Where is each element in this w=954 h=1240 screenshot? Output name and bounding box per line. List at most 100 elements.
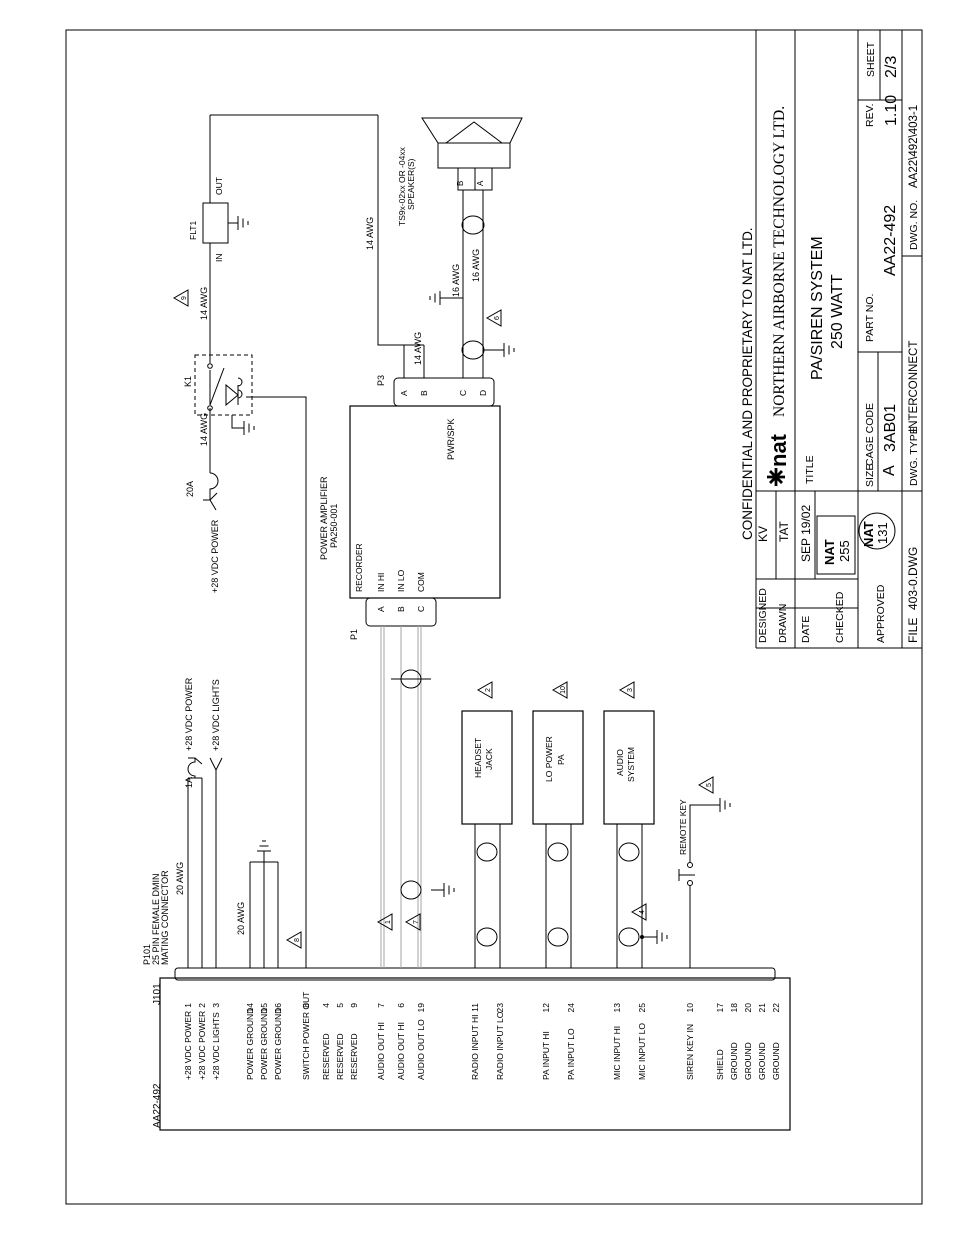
pin-label: PA INPUT LO <box>566 1028 576 1080</box>
note-flag: 3 <box>618 681 635 699</box>
pin-number: 24 <box>566 1003 576 1013</box>
p1-pin: B <box>396 606 406 612</box>
file-label: FILE <box>906 618 920 643</box>
pin-number: 6 <box>396 1003 406 1008</box>
svg-text:14 AWG: 14 AWG <box>199 287 209 320</box>
note-flag: 5 <box>697 776 714 794</box>
note-number: 6 <box>494 316 501 320</box>
audio-out-wiring <box>380 626 455 968</box>
pin-number: 9 <box>349 1003 359 1008</box>
size-value: A <box>881 465 898 476</box>
note-flag: 10 <box>551 681 568 699</box>
svg-text:255: 255 <box>837 540 852 562</box>
pin-label: SWITCH POWER OUT <box>301 992 311 1080</box>
pin-label: POWER GROUND <box>273 1008 283 1080</box>
pin-number: 11 <box>470 1003 480 1012</box>
p3-pin: C <box>458 390 468 396</box>
note-flag: 1 <box>376 913 393 931</box>
svg-text:PA250-001: PA250-001 <box>329 504 339 548</box>
svg-text:PWR/SPK: PWR/SPK <box>446 418 456 460</box>
checked-label: CHECKED <box>834 591 846 643</box>
date-label: DATE <box>800 616 812 643</box>
svg-text:131: 131 <box>875 522 890 544</box>
p1-pin: C <box>416 606 426 612</box>
title-block: CONFIDENTIAL AND PROPRIETARY TO NAT LTD.… <box>740 30 922 649</box>
sheet-border <box>65 29 923 1205</box>
pwr2-label: +28 VDC POWER <box>210 519 220 593</box>
pwr-28vdc-label: +28 VDC POWER <box>184 677 194 751</box>
pin-number: 25 <box>637 1003 647 1013</box>
pin-label: AUDIO OUT HI <box>396 1022 406 1080</box>
svg-text:NAT: NAT <box>822 539 837 565</box>
pin-number: 23 <box>495 1003 505 1013</box>
relay-label: K1 <box>183 376 193 387</box>
speaker: B A TS9x-02xx OR -04xx SPEAKER(S) <box>397 117 523 226</box>
pin-number: 8 <box>301 1003 311 1008</box>
pin-label: MIC INPUT HI <box>612 1026 622 1080</box>
ground-awg: 20 AWG <box>236 902 246 935</box>
note-flag: 4 <box>630 903 647 921</box>
part-label: PART NO. <box>864 294 876 342</box>
pin-label: RADIO INPUT HI <box>470 1015 480 1081</box>
svg-text:SYSTEM: SYSTEM <box>626 747 636 782</box>
unit-block: AA22-492 J101 +28 VDC POWER+28 VDC POWER… <box>152 967 791 1131</box>
p1-pin-label: IN HI <box>376 573 386 592</box>
rev-value: 1.10 <box>883 95 900 126</box>
svg-text:14 AWG: 14 AWG <box>199 413 209 446</box>
company-name: NORTHERN AIRBORNE TECHNOLOGY LTD. <box>771 106 788 417</box>
relay-k1: K1 <box>183 354 255 436</box>
headset-jack: HEADSET JACK <box>461 710 513 968</box>
svg-text:16 AWG: 16 AWG <box>471 249 481 282</box>
pin-number: 18 <box>729 1003 739 1013</box>
svg-text:NAT: NAT <box>861 521 876 547</box>
svg-text:AUDIO: AUDIO <box>615 749 625 776</box>
pin-label: RADIO INPUT LO <box>495 1011 505 1080</box>
pin-label: +28 VDC LIGHTS <box>211 1012 221 1080</box>
p1-pin: A <box>376 606 386 612</box>
speaker-wiring: 14 AWG 16 AWG 16 AWG <box>404 190 515 378</box>
note-number: 3 <box>627 688 634 692</box>
dwg-no-value: AA22\492\403-1 <box>908 105 920 188</box>
pin-number: 5 <box>335 1003 345 1008</box>
designed-value: KV <box>756 526 770 542</box>
nat-logo: nat <box>766 433 791 486</box>
note-flag: 9 <box>172 289 189 307</box>
pin-number: 19 <box>416 1003 426 1013</box>
approved-label: APPROVED <box>875 584 887 643</box>
pin-number: 1 <box>183 1003 193 1008</box>
pin-number: 4 <box>321 1003 331 1008</box>
p3-pin: B <box>419 390 429 396</box>
svg-text:HEADSET: HEADSET <box>473 738 483 778</box>
approved-stamp: NAT 131 <box>858 512 896 550</box>
title-line1: PA/SIREN SYSTEM <box>809 236 826 380</box>
note-number: 2 <box>485 688 492 692</box>
note-number: 5 <box>706 783 713 787</box>
title-line2: 250 WATT <box>829 274 846 349</box>
fuse-20a: 20A 14 AWG +28 VDC POWER <box>185 408 220 593</box>
dwg-type-label: DWG. TYPE <box>908 427 920 486</box>
pin-label: SIREN KEY IN <box>685 1024 695 1080</box>
pin-label: GROUND <box>757 1042 767 1080</box>
note-flag: 2 <box>476 681 493 699</box>
part-value: AA22-492 <box>882 205 899 276</box>
svg-text:OUT: OUT <box>214 177 224 195</box>
pin-label: RESERVED <box>349 1033 359 1080</box>
note-number: 9 <box>181 296 188 300</box>
dwg-no-label: DWG. NO. <box>908 200 920 250</box>
p101-label: P101 25 PIN FEMALE DMIN MATING CONNECTOR… <box>142 862 185 965</box>
pin-number: 17 <box>715 1003 725 1013</box>
pin-label: POWER GROUND <box>259 1008 269 1080</box>
connector-name: J101 <box>152 983 163 1005</box>
remote-key: REMOTE KEY <box>678 797 731 968</box>
pin-number: 21 <box>757 1003 767 1013</box>
confidential-note: CONFIDENTIAL AND PROPRIETARY TO NAT LTD. <box>740 227 755 540</box>
note-flag: 7 <box>404 913 421 931</box>
file-value: 403-0.DWG <box>906 547 920 610</box>
pin-number: 15 <box>259 1003 269 1013</box>
svg-text:JACK: JACK <box>484 748 494 770</box>
p1-pin-label: COM <box>416 572 426 592</box>
svg-text:P1: P1 <box>349 629 359 640</box>
pin-number: 7 <box>376 1003 386 1008</box>
svg-text:14 AWG: 14 AWG <box>365 217 375 250</box>
